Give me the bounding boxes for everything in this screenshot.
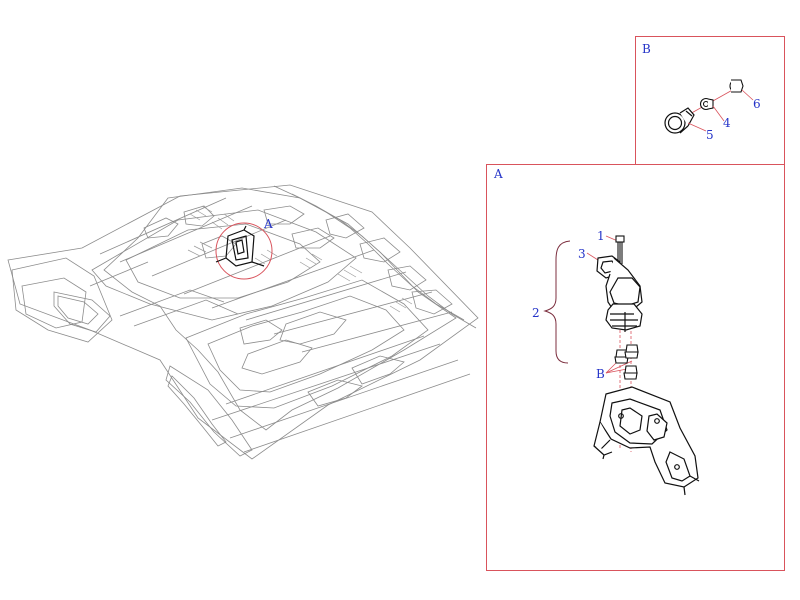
detail-a-assembly	[543, 235, 700, 496]
part-4-label: 4	[723, 116, 731, 130]
vehicle-floor-detail-lines	[187, 205, 413, 313]
leader-part-4	[712, 105, 725, 122]
leader-b-3	[605, 368, 628, 374]
leader-part-5	[687, 122, 707, 132]
part-5-label: 5	[706, 128, 714, 142]
detail-a-frame	[486, 164, 785, 571]
detail-b-frame	[635, 36, 785, 164]
leader-part-3	[586, 252, 599, 261]
part-2-bracket-brace	[543, 240, 571, 364]
part-2-label: 2	[532, 306, 540, 320]
part-6-nut-drawing	[729, 79, 744, 93]
detail-b-parts	[664, 79, 754, 134]
part-3-valve-drawing	[596, 255, 643, 332]
overview-callout-circle	[215, 222, 273, 280]
fastener-b-label: B	[596, 367, 605, 381]
vehicle-floor-overview	[7, 184, 479, 460]
detail-b-title: B	[642, 42, 651, 56]
part-3-label: 3	[578, 247, 586, 261]
leader-part-6	[741, 89, 754, 101]
part-6-label: 6	[753, 97, 761, 111]
leader-b-2	[605, 360, 633, 374]
part-1-label: 1	[597, 229, 605, 243]
part-5-grommet-drawing	[664, 107, 695, 134]
mounting-bracket-drawing	[593, 386, 700, 496]
detail-a-title: A	[494, 167, 503, 181]
part-b-fastener-drawing	[614, 344, 639, 380]
overview-callout-label: A	[264, 217, 273, 231]
overview-bracket-part	[215, 225, 265, 267]
part-4-washer-drawing	[699, 97, 714, 111]
